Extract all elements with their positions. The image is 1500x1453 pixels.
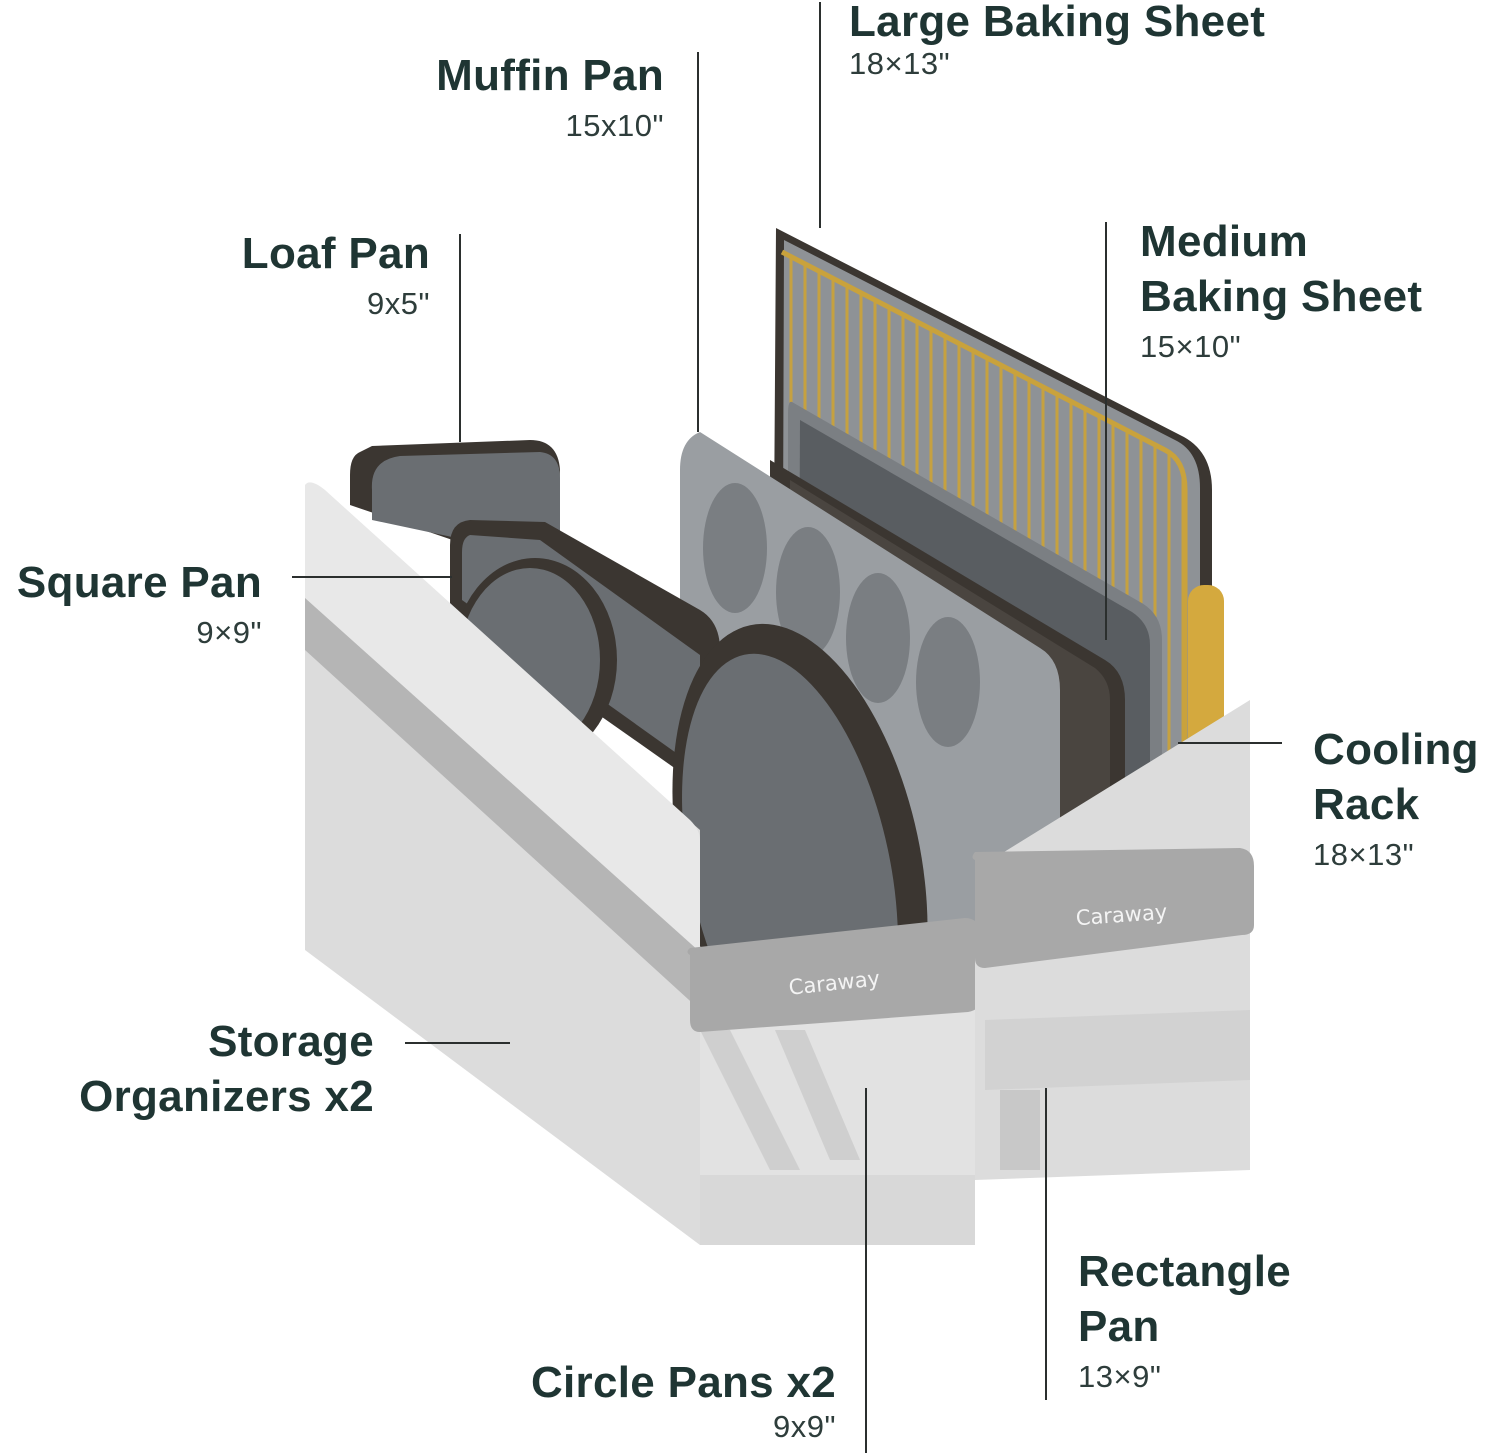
label-size: 15×10": [1140, 329, 1242, 364]
label-circle-pans: Circle Pans x2 9x9": [531, 1355, 836, 1446]
storage-organizer-left: Caraway: [305, 482, 980, 1245]
label-size: 18×13": [849, 46, 951, 81]
storage-organizer-right: Caraway: [972, 700, 1254, 1180]
label-size: 15x10": [565, 108, 664, 143]
label-name: Rectangle Pan: [1078, 1247, 1291, 1351]
label-storage-organizers: Storage Organizers x2: [79, 1014, 374, 1124]
label-size: 9x5": [367, 286, 430, 321]
label-large-baking-sheet: Large Baking Sheet 18×13": [849, 0, 1265, 83]
label-name: Cooling Rack: [1313, 725, 1479, 829]
label-rectangle-pan: Rectangle Pan 13×9": [1078, 1244, 1291, 1396]
label-name: Circle Pans x2: [530, 1358, 836, 1407]
label-name: Loaf Pan: [241, 229, 430, 278]
label-name: Storage Organizers x2: [79, 1017, 374, 1121]
label-size: 9×9": [196, 615, 262, 650]
label-loaf-pan: Loaf Pan 9x5": [242, 226, 430, 323]
label-name: Medium Baking Sheet: [1140, 217, 1423, 321]
label-name: Square Pan: [16, 558, 262, 607]
leader-lines: [292, 2, 1282, 1453]
label-name: Large Baking Sheet: [849, 0, 1266, 46]
label-size: 18×13": [1313, 837, 1415, 872]
label-cooling-rack: Cooling Rack 18×13": [1313, 722, 1479, 874]
label-muffin-pan: Muffin Pan 15x10": [436, 48, 664, 145]
label-square-pan: Square Pan 9×9": [17, 555, 262, 652]
label-size: 9x9": [773, 1409, 836, 1444]
label-medium-baking-sheet: Medium Baking Sheet 15×10": [1140, 214, 1422, 366]
label-size: 13×9": [1078, 1359, 1162, 1394]
label-name: Muffin Pan: [436, 51, 664, 100]
